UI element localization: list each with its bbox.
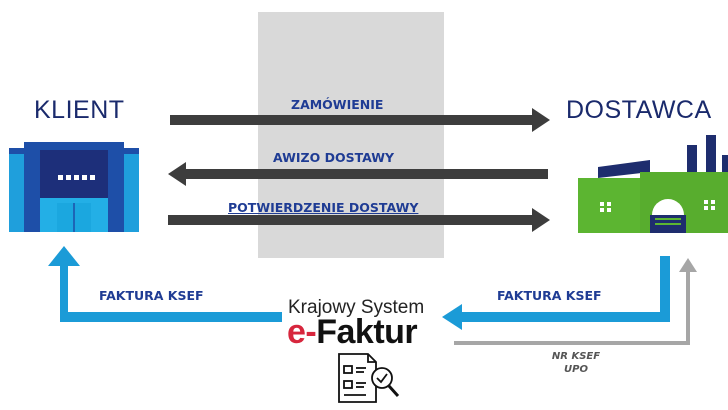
factory-icon [578,135,728,233]
supplier-label: DOSTAWCA [566,96,712,124]
ksef-to-client-arrow [48,246,282,322]
flow-arrow-order [170,108,550,132]
ksef-return-label: NR KSEF UPO [536,350,616,376]
client-building-icon [9,142,139,232]
ksef-left-label: FAKTURA KSEF [99,288,204,303]
flow-label-order: ZAMÓWIENIE [291,97,384,112]
flow-arrow-confirmation [168,208,550,232]
ksef-right-label: FAKTURA KSEF [497,288,602,303]
brand-line1: Krajowy System [288,297,425,318]
brand-rest: Faktur [316,313,418,351]
flow-label-advice: AWIZO DOSTAWY [273,150,395,165]
flow-label-confirmation: POTWIERDZENIE DOSTAWY [228,200,419,215]
invoice-document-icon [338,353,400,403]
ksef-number-text: NR KSEF [551,351,601,362]
client-label: KLIENT [34,96,125,124]
flow-arrow-advice [168,162,548,186]
supplier-to-ksef-arrow [442,256,670,330]
brand-prefix: e- [287,313,317,351]
upo-text: UPO [564,364,588,375]
ksef-return-arrow [454,258,697,345]
brand-line2: e-Faktur [287,313,418,352]
